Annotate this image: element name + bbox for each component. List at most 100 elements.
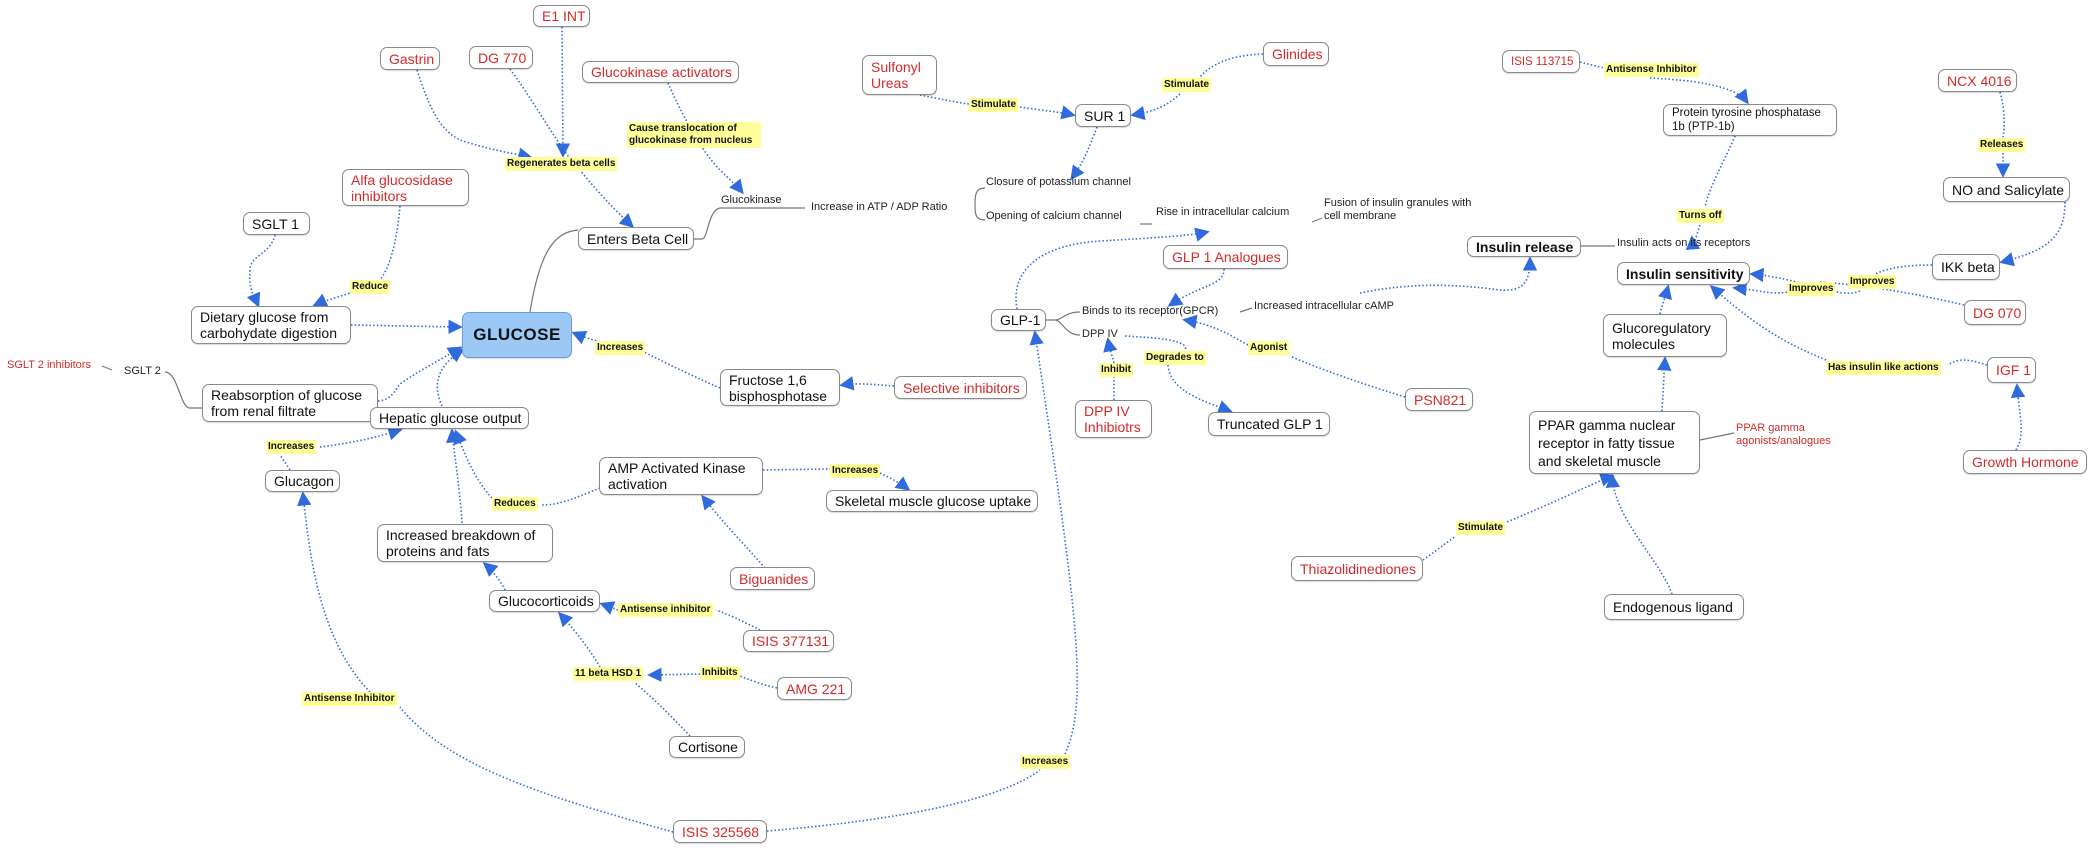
- label-improves-dg070[interactable]: Improves: [1787, 282, 1836, 296]
- label-stimulate-glinides[interactable]: Stimulate: [1162, 78, 1212, 92]
- label-increases-glp1[interactable]: Increases: [1020, 755, 1071, 769]
- label-11-beta-hsd1[interactable]: 11 beta HSD 1: [573, 667, 644, 681]
- node-alfa-glucosidase[interactable]: Alfa glucosidase inhibitors: [342, 169, 469, 206]
- edge-e1int: [555, 26, 571, 158]
- node-insulin-release[interactable]: Insulin release: [1467, 236, 1581, 257]
- node-glucose[interactable]: GLUCOSE: [462, 312, 572, 358]
- tree-glp1-dpp: [1054, 319, 1081, 336]
- tree-binds-camp: [1239, 307, 1253, 313]
- node-glp1-analogues[interactable]: GLP 1 Analogues: [1163, 245, 1288, 269]
- node-e1-int[interactable]: E1 INT: [533, 5, 590, 27]
- node-gastrin[interactable]: Gastrin: [380, 47, 440, 70]
- node-insulin-sensitivity[interactable]: Insulin sensitivity: [1617, 262, 1750, 285]
- node-ptp1b[interactable]: Protein tyrosine phosphatase 1b (PTP-1b): [1663, 104, 1837, 136]
- text-opening[interactable]: Opening of calcium channel: [986, 210, 1122, 222]
- edge-gk-activators: [667, 82, 744, 195]
- node-reabsorption[interactable]: Reabsorption of glucose from renal filtr…: [202, 384, 378, 422]
- node-label: Cortisone: [678, 739, 738, 755]
- node-psn821[interactable]: PSN821: [1405, 388, 1473, 411]
- node-dietary-glucose[interactable]: Dietary glucose from carbohydate digesti…: [191, 306, 351, 344]
- label-agonist[interactable]: Agonist: [1248, 341, 1290, 355]
- node-ncx4016[interactable]: NCX 4016: [1938, 69, 2017, 92]
- text-dpp4[interactable]: DPP IV: [1082, 328, 1118, 340]
- node-amp-kinase[interactable]: AMP Activated Kinase activation: [599, 457, 763, 495]
- label-translocation[interactable]: Cause translocation of glucokinase from …: [627, 122, 761, 148]
- node-enters-beta-cell[interactable]: Enters Beta Cell: [578, 227, 694, 250]
- node-label: E1 INT: [542, 8, 586, 24]
- node-breakdown[interactable]: Increased breakdown of proteins and fats: [377, 524, 553, 562]
- text-camp[interactable]: Increased intracellular cAMP: [1254, 300, 1395, 312]
- node-dg070[interactable]: DG 070: [1964, 300, 2026, 325]
- node-isis325568[interactable]: ISIS 325568: [673, 820, 767, 843]
- label-releases[interactable]: Releases: [1978, 138, 2026, 152]
- node-cortisone[interactable]: Cortisone: [669, 736, 745, 758]
- text-glucokinase[interactable]: Glucokinase: [721, 194, 782, 206]
- node-ikk-beta[interactable]: IKK beta: [1932, 254, 2000, 280]
- label-turns-off[interactable]: Turns off: [1677, 209, 1724, 223]
- node-selective-inhibitors[interactable]: Selective inhibitors: [894, 376, 1027, 399]
- node-igf1[interactable]: IGF 1: [1987, 357, 2036, 383]
- node-thiazolidinediones[interactable]: Thiazolidinediones: [1291, 556, 1423, 581]
- node-label: Biguanides: [739, 570, 809, 587]
- node-dpp4-inhibitors[interactable]: DPP IV Inhibiotrs: [1075, 400, 1152, 438]
- label-stimulate-tzd[interactable]: Stimulate: [1456, 521, 1506, 535]
- node-fructose[interactable]: Fructose 1,6 bisphosphotase: [720, 369, 840, 406]
- text-sglt2[interactable]: SGLT 2: [124, 365, 161, 377]
- node-no-salicylate[interactable]: NO and Salicylate: [1943, 177, 2070, 202]
- edge-sulfonyl-sur1: [919, 94, 1073, 115]
- node-amg221[interactable]: AMG 221: [777, 677, 852, 700]
- label-improves-ikk[interactable]: Improves: [1848, 275, 1897, 289]
- node-isis377131[interactable]: ISIS 377131: [743, 630, 834, 652]
- node-isis113715[interactable]: ISIS 113715: [1502, 50, 1580, 73]
- label-increases-glucagon[interactable]: Increases: [266, 440, 317, 454]
- node-label: Protein tyrosine phosphatase 1b (PTP-1b): [1672, 107, 1821, 133]
- text-insulin-acts[interactable]: Insulin acts on its receptors: [1617, 237, 1751, 249]
- node-glp1[interactable]: GLP-1: [991, 309, 1046, 331]
- text-closure[interactable]: Closure of potassium channel: [986, 176, 1131, 188]
- node-label: Alfa glucosidase inhibitors: [351, 171, 453, 204]
- node-sulfonyl-ureas[interactable]: Sulfonyl Ureas: [862, 55, 937, 95]
- edge-isis325568-glucagon: [303, 494, 674, 833]
- label-increases-amp[interactable]: Increases: [830, 464, 881, 478]
- node-glinides[interactable]: Glinides: [1263, 42, 1329, 66]
- label-reduces-amp[interactable]: Reduces: [492, 497, 538, 511]
- node-label: Glinides: [1272, 46, 1323, 62]
- label-antisense-gluco[interactable]: Antisense inhibitor: [618, 603, 713, 617]
- label-reduce[interactable]: Reduce: [350, 280, 391, 294]
- label-increases-fructose[interactable]: Increases: [595, 341, 646, 355]
- node-ppar-receptor[interactable]: PPAR gamma nuclear receptor in fatty tis…: [1529, 411, 1700, 474]
- node-endogenous-ligand[interactable]: Endogenous ligand: [1604, 594, 1744, 620]
- node-truncated-glp1[interactable]: Truncated GLP 1: [1208, 412, 1330, 436]
- node-hepatic-glucose-output[interactable]: Hepatic glucose output: [370, 407, 529, 429]
- edge-amp-skeletal: [762, 468, 908, 489]
- label-stimulate-su[interactable]: Stimulate: [969, 98, 1019, 112]
- node-glucocorticoids[interactable]: Glucocorticoids: [489, 590, 600, 612]
- node-biguanides[interactable]: Biguanides: [730, 567, 815, 590]
- node-skeletal-uptake[interactable]: Skeletal muscle glucose uptake: [826, 490, 1038, 512]
- edge-tzd-ppar: [1422, 476, 1612, 561]
- node-dg770[interactable]: DG 770: [469, 46, 533, 69]
- node-sglt1[interactable]: SGLT 1: [243, 212, 310, 235]
- label-inhibit-dpp[interactable]: Inhibit: [1099, 363, 1133, 377]
- node-label: ISIS 325568: [682, 823, 760, 840]
- label-insulin-like[interactable]: Has insulin like actions: [1826, 361, 1941, 375]
- tree-glucose-beta: [529, 229, 579, 313]
- text-ppar-agonists[interactable]: PPAR gamma agonists/analogues: [1736, 422, 1831, 447]
- node-growth-hormone[interactable]: Growth Hormone: [1963, 450, 2087, 474]
- label-antisense-glucagon[interactable]: Antisense Inhibitor: [302, 692, 397, 706]
- label-antisense-ptp[interactable]: Antisense Inhibitor: [1604, 63, 1699, 77]
- node-glucokinase-activators[interactable]: Glucokinase activators: [582, 61, 739, 83]
- label-regenerates[interactable]: Regenerates beta cells: [505, 157, 618, 171]
- node-glucagon[interactable]: Glucagon: [265, 470, 340, 492]
- node-sur1[interactable]: SUR 1: [1075, 104, 1131, 127]
- text-binds-receptor[interactable]: Binds to its receptor(GPCR): [1082, 305, 1219, 317]
- node-glucoregulatory[interactable]: Glucoregulatory molecules: [1603, 314, 1727, 357]
- node-label: NCX 4016: [1947, 72, 2012, 89]
- text-rise-calcium[interactable]: Rise in intracellular calcium: [1156, 206, 1290, 218]
- node-label: Reabsorption of glucose from renal filtr…: [211, 387, 362, 419]
- text-sglt2-inhibitors[interactable]: SGLT 2 inhibitors: [7, 359, 91, 371]
- label-inhibits[interactable]: Inhibits: [700, 666, 740, 680]
- label-degrades[interactable]: Degrades to: [1144, 351, 1206, 365]
- text-atp-adp[interactable]: Increase in ATP / ADP Ratio: [811, 201, 948, 213]
- text-fusion[interactable]: Fusion of insulin granules with cell mem…: [1324, 197, 1472, 222]
